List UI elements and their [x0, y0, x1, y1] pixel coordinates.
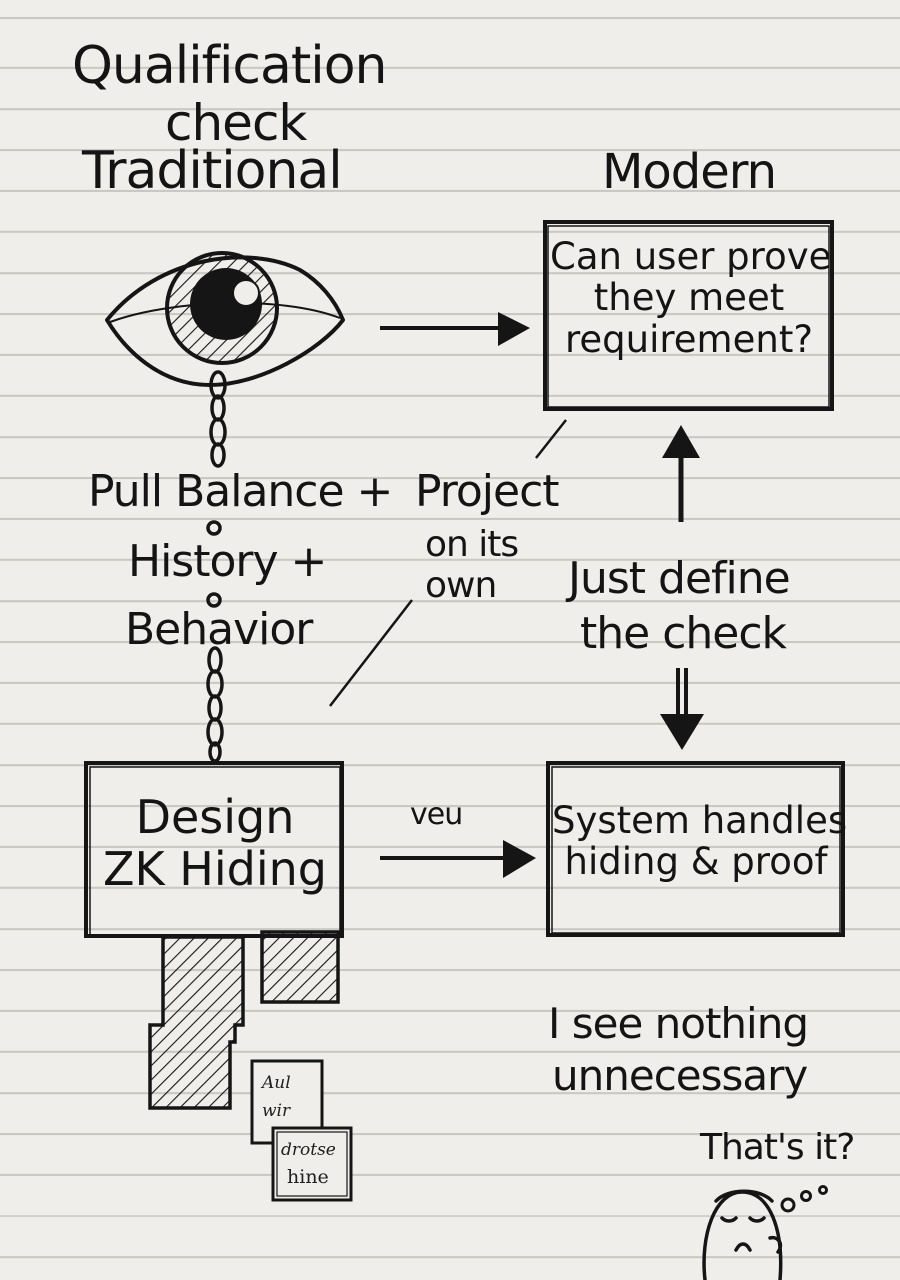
design-box-line-1: Design — [135, 790, 295, 844]
card1-line-1: Aul — [262, 1073, 291, 1093]
design-box-text: Design ZK Hiding — [90, 790, 340, 896]
system-box-line-2: hiding & proof — [564, 840, 828, 884]
arrow-down-icon — [660, 668, 704, 750]
system-box-text: System handles hiding & proof — [552, 799, 848, 884]
thought-bubble-icon — [780, 1185, 828, 1213]
arrow-label: veu — [410, 797, 463, 832]
project-label-line-2: on its — [425, 524, 519, 565]
hatched-blocks — [148, 930, 340, 1110]
project-label-line-1: Project — [415, 466, 560, 517]
project-label-line-3: own — [425, 565, 497, 606]
card2-line-1: drotse — [281, 1140, 336, 1160]
title-line-1: Qualification — [72, 36, 387, 96]
chain-icon — [206, 370, 227, 608]
see-nothing-line-2: unnecessary — [552, 1051, 808, 1100]
thats-it-label: That's it? — [700, 1127, 855, 1168]
small-cards — [250, 1059, 353, 1202]
modern-question-line-1: Can user prove — [550, 235, 832, 278]
modern-question-box — [543, 220, 834, 411]
design-box-line-2: ZK Hiding — [102, 841, 327, 896]
arrow-up-icon — [662, 425, 700, 522]
system-box — [546, 761, 845, 937]
system-box-line-1: System handles — [552, 799, 848, 842]
define-label-line-2: the check — [580, 608, 787, 659]
title-line-3: Traditional — [82, 141, 343, 201]
modern-question-text: Can user prove they meet requirement? — [550, 235, 832, 361]
person-icon — [702, 1189, 783, 1280]
define-label-line-1: Just define — [568, 553, 791, 604]
arrow-right-icon-lower — [380, 840, 536, 878]
see-nothing-line-1: I see nothing — [548, 999, 809, 1048]
pull-label-line-3: Behavior — [125, 604, 313, 655]
arrow-right-icon — [380, 312, 530, 346]
chain-icon-lower — [206, 646, 224, 763]
modern-question-line-3: requirement? — [565, 317, 813, 361]
pull-label-line-1: Pull Balance + — [88, 466, 393, 517]
pull-label-line-2: History + — [128, 536, 327, 587]
eye-icon — [105, 251, 345, 387]
title-line-2: check — [165, 94, 307, 152]
modern-label: Modern — [602, 144, 777, 200]
card2-line-2: hine — [287, 1166, 329, 1188]
modern-question-line-2: they meet — [593, 276, 785, 320]
card1-line-2: wir — [262, 1101, 291, 1121]
